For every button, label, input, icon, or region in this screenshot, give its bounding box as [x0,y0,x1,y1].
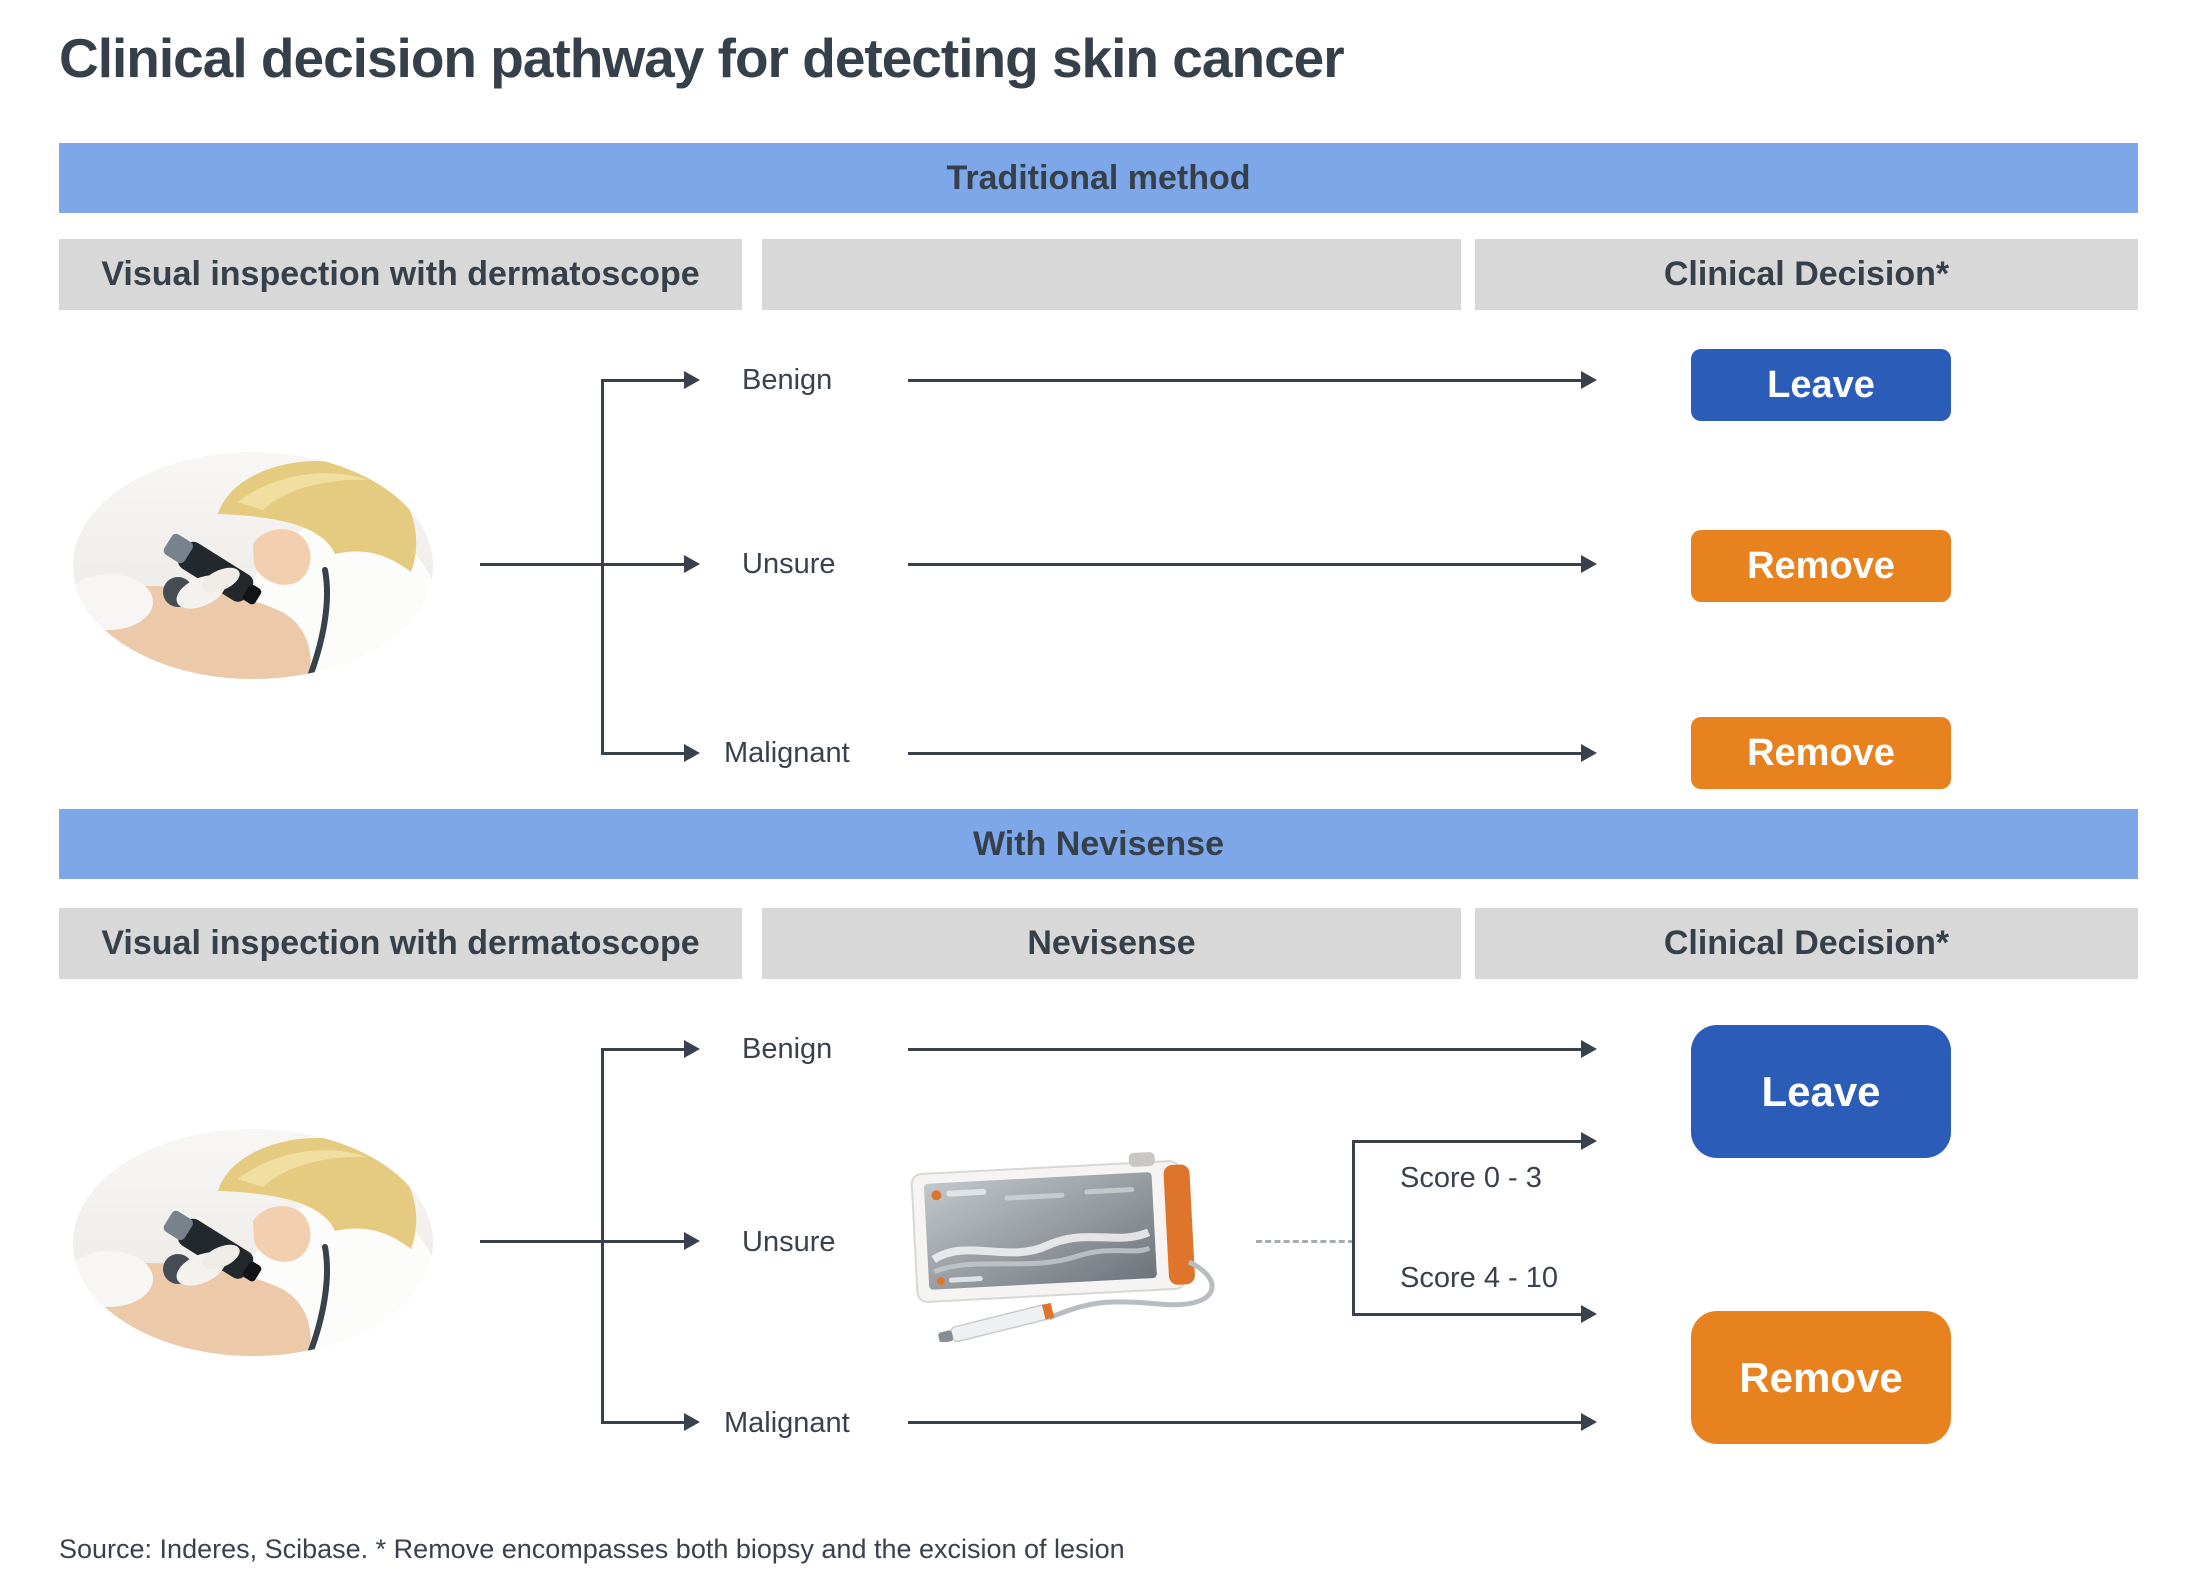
column-header-visual-inspection-traditional: Visual inspection with dermatoscope [59,239,742,310]
score-high-label: Score 4 - 10 [1400,1262,1558,1294]
flow-arrow-unsure-to-decision-traditional [908,555,1597,573]
flow-arrow-photo-to-unsure-traditional [480,555,700,573]
score-low-label: Score 0 - 3 [1400,1162,1542,1194]
dermatoscope-photo-image [73,452,433,679]
column-header-clinical-decision-nevisense: Clinical Decision* [1475,908,2138,979]
section-banner-nevisense: With Nevisense [59,809,2138,879]
column-header-clinical-decision-traditional: Clinical Decision* [1475,239,2138,310]
flow-arrow-to-benign-traditional [601,371,700,389]
column-header-visual-inspection-nevisense: Visual inspection with dermatoscope [59,908,742,979]
section-banner-traditional: Traditional method [59,143,2138,213]
decision-leave-nevisense: Leave [1691,1025,1951,1158]
connector-device-to-score-branch [1256,1240,1354,1243]
score-branch-line [1352,1140,1355,1316]
decision-remove-malignant-traditional: Remove [1691,717,1951,789]
dermatoscope-examination-photo [73,452,433,679]
branch-label-malignant-nevisense: Malignant [724,1407,850,1439]
flow-branch-line-traditional [601,379,604,755]
flow-branch-line-nevisense [601,1048,604,1424]
flow-arrow-malignant-to-decision-traditional [908,744,1597,762]
flow-arrow-to-benign-nevisense [601,1040,700,1058]
dermatoscope-photo-image [73,1129,433,1356]
decision-remove-unsure-traditional: Remove [1691,530,1951,602]
branch-label-unsure-nevisense: Unsure [742,1226,836,1258]
flow-arrow-to-malignant-nevisense [601,1413,700,1431]
branch-label-benign-nevisense: Benign [742,1033,833,1065]
flow-arrow-benign-to-decision-traditional [908,371,1597,389]
flow-arrow-score-high-to-remove [1352,1305,1597,1323]
flow-arrow-malignant-to-decision-nevisense [908,1413,1597,1431]
branch-label-malignant-traditional: Malignant [724,737,850,769]
decision-remove-nevisense: Remove [1691,1311,1951,1444]
branch-label-unsure-traditional: Unsure [742,548,836,580]
nevisense-device-photo [897,1152,1263,1342]
column-header-middle-empty [762,239,1461,310]
source-note: Source: Inderes, Scibase. * Remove encom… [59,1534,1125,1564]
flow-arrow-score-low-to-leave [1352,1132,1597,1150]
column-header-nevisense: Nevisense [762,908,1461,979]
nevisense-device-image [897,1152,1263,1342]
flow-arrow-to-malignant-traditional [601,744,700,762]
flow-arrow-photo-to-unsure-nevisense [480,1232,700,1250]
page-title: Clinical decision pathway for detecting … [59,27,1345,89]
flow-arrow-benign-to-decision-nevisense [908,1040,1597,1058]
decision-leave-traditional: Leave [1691,349,1951,421]
dermatoscope-examination-photo [73,1129,433,1356]
branch-label-benign-traditional: Benign [742,364,833,396]
